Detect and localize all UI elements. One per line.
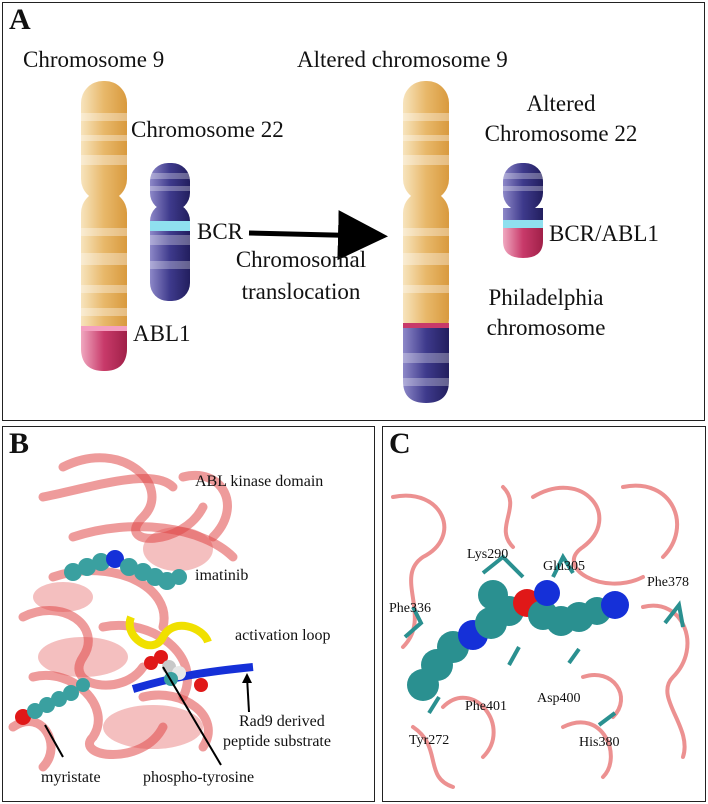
abl-kinase-structure bbox=[8, 453, 254, 772]
binding-pocket-structure bbox=[391, 483, 690, 789]
residue-his380: His380 bbox=[579, 735, 620, 750]
myristate-molecule bbox=[15, 678, 90, 725]
helix-coils bbox=[33, 527, 213, 749]
rad9-peptide-ribbon bbox=[131, 663, 254, 693]
chromosome-diagram bbox=[81, 81, 543, 403]
imatinib-spacefill bbox=[407, 580, 629, 701]
panel-b-letter: B bbox=[9, 427, 30, 460]
philadelphia-label-1: Philadelphia bbox=[488, 285, 604, 310]
residue-asp400: Asp400 bbox=[537, 691, 581, 706]
chromosome-22-label: Chromosome 22 bbox=[131, 117, 284, 142]
phospho-tyrosine-label: phospho-tyrosine bbox=[143, 769, 255, 786]
rad9-label-2: peptide substrate bbox=[223, 733, 331, 750]
activation-loop-label: activation loop bbox=[235, 627, 331, 644]
altered-chromosome-9-label: Altered chromosome 9 bbox=[297, 47, 508, 72]
chromosome-9 bbox=[81, 81, 127, 371]
abl1-label: ABL1 bbox=[133, 321, 191, 346]
residue-sticks bbox=[403, 552, 685, 727]
imatinib-label: imatinib bbox=[195, 567, 249, 584]
panel-b: B ABL kinase domain imatinib activation … bbox=[2, 426, 375, 802]
rad9-label-1: Rad9 derived bbox=[239, 713, 325, 730]
philadelphia-chromosome bbox=[503, 163, 543, 258]
myristate-pointer bbox=[44, 724, 64, 758]
residue-phe401: Phe401 bbox=[465, 699, 507, 714]
bcr-label: BCR bbox=[197, 219, 244, 244]
phospho-tyrosine-pointer bbox=[162, 666, 222, 766]
activation-loop-ribbon bbox=[125, 615, 212, 650]
kinase-domain-label: ABL kinase domain bbox=[195, 473, 324, 490]
altered-chromosome-22-label-1: Altered bbox=[526, 91, 596, 116]
translocation-label-2: translocation bbox=[241, 279, 361, 304]
panel-a: A Chromosome 9 Chromosome 22 BCR ABL1 Ch… bbox=[2, 2, 705, 421]
chromosome-22 bbox=[150, 163, 190, 301]
myristate-label: myristate bbox=[41, 769, 101, 786]
panel-c-letter: C bbox=[389, 427, 411, 460]
philadelphia-label-2: chromosome bbox=[486, 315, 606, 340]
residue-glu305: Glu305 bbox=[543, 559, 585, 574]
panel-c: C Lys290 Glu305 Phe378 Phe336 Asp400 Phe… bbox=[382, 426, 706, 802]
bcr-abl1-fusion-band bbox=[503, 220, 543, 228]
panel-a-letter: A bbox=[9, 3, 31, 36]
imatinib-molecule bbox=[64, 550, 187, 590]
chromosome-9-label: Chromosome 9 bbox=[23, 47, 165, 72]
altered-chromosome-22-label-2: Chromosome 22 bbox=[484, 121, 638, 146]
translocation-label-1: Chromosomal bbox=[235, 247, 367, 272]
residue-phe336: Phe336 bbox=[389, 601, 431, 616]
residue-tyr272: Tyr272 bbox=[409, 733, 450, 748]
bcr-band bbox=[150, 221, 190, 231]
residue-lys290: Lys290 bbox=[467, 547, 509, 562]
altered-chromosome-9 bbox=[403, 81, 449, 403]
abl1-band bbox=[81, 328, 127, 371]
residue-phe378: Phe378 bbox=[647, 575, 689, 590]
translocation-arrow bbox=[248, 210, 388, 261]
bcr-abl1-label: BCR/ABL1 bbox=[549, 221, 659, 246]
